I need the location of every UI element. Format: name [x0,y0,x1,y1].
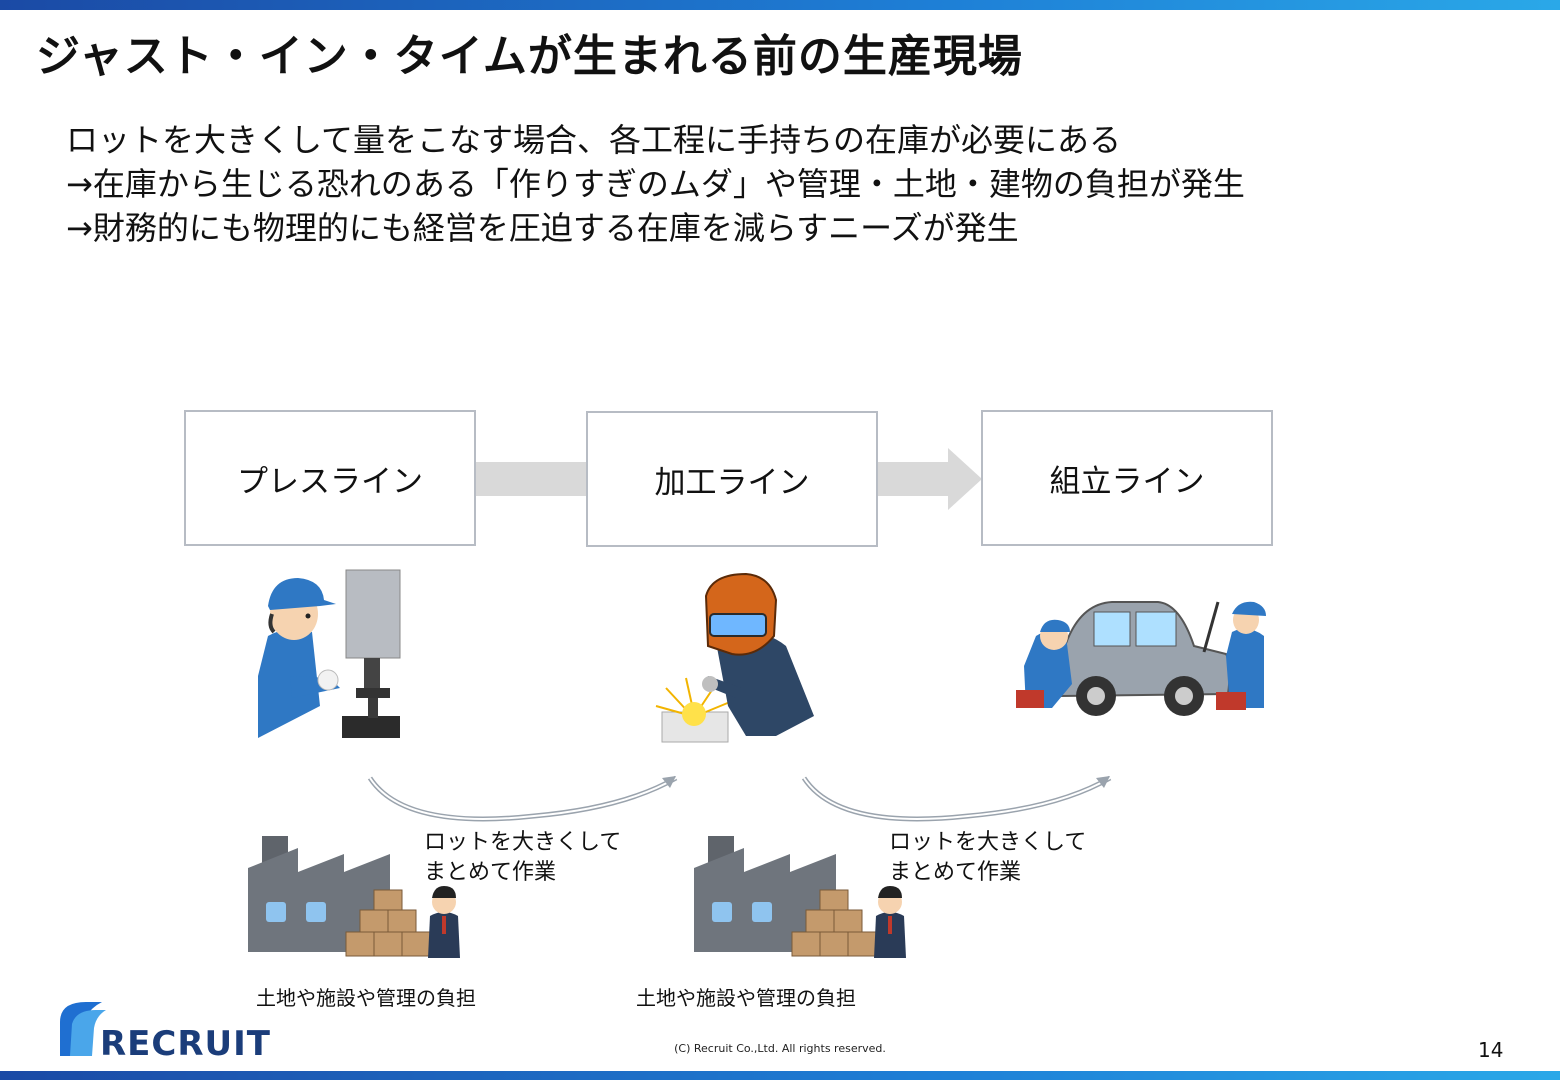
note-line: ロットを大きくして [424,830,622,855]
burden-label: 土地や施設や管理の負担 [256,986,476,1010]
curved-arrow-icon [801,775,1112,822]
press-worker-icon [258,569,401,738]
bottom-accent-bar [0,1071,1560,1080]
curved-arrow-icon [367,775,678,822]
process-label: 加工ライン [654,464,810,501]
note-line: ロットを大きくして [889,830,1087,855]
bullet-line: →在庫から生じる恐れのある「作りすぎのムダ」や管理・土地・建物の負担が発生 [66,165,1245,203]
note-line: まとめて作業 [424,860,557,885]
manager-icon [428,886,460,958]
logo-text: RECRUIT [100,1024,271,1060]
page-title: ジャスト・イン・タイムが生まれる前の生産現場 [36,31,1023,82]
process-box-machining: 加工ライン [586,411,878,547]
process-box-press: プレスライン [184,410,476,546]
recruit-logo: RECRUIT [56,998,288,1064]
factory-icon [694,836,906,958]
bullet-line: ロットを大きくして量をこなす場合、各工程に手持ちの在庫が必要にある [66,121,1122,159]
burden-label: 土地や施設や管理の負担 [636,986,856,1010]
bullet-line: →財務的にも物理的にも経営を圧迫する在庫を減らすニーズが発生 [66,209,1019,247]
process-label: 組立ライン [1049,463,1205,500]
recruit-logo-mark: RECRUIT [60,1002,271,1064]
process-label: プレスライン [237,463,423,500]
bullet-list: ロットを大きくして量をこなす場合、各工程に手持ちの在庫が必要にある →在庫から生… [66,118,1245,250]
copyright: (C) Recruit Co.,Ltd. All rights reserved… [674,1042,886,1055]
welder-icon [655,572,814,743]
note-line: まとめて作業 [889,860,1022,885]
transfer-note: ロットを大きくして まとめて作業 [424,828,621,888]
page-number: 14 [1478,1038,1504,1062]
factory-icon [248,836,460,958]
car-mechanics-icon [1016,601,1266,716]
process-box-assembly: 組立ライン [981,410,1273,546]
manager-icon [874,886,906,958]
transfer-note: ロットを大きくして まとめて作業 [889,828,1086,888]
stacked-boxes-icon [791,889,877,957]
top-accent-bar [0,0,1560,10]
